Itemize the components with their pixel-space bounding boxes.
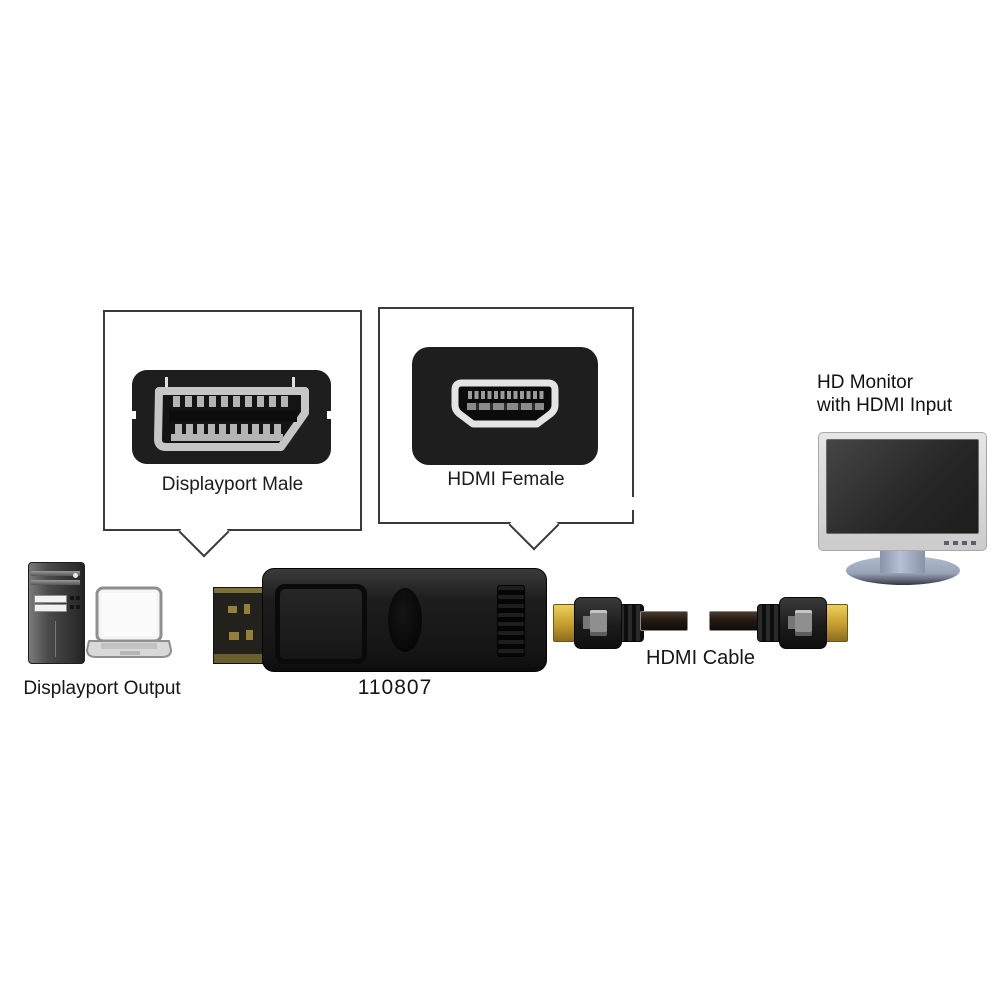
monitor-screen xyxy=(826,439,979,534)
adapter-model-label: 110807 xyxy=(357,676,433,699)
dp-plug-contact xyxy=(244,604,250,614)
hdmi-connector-emblem xyxy=(788,610,812,636)
laptop-icon xyxy=(86,586,172,658)
source-label: Displayport Output xyxy=(23,678,181,699)
tower-drive-bay xyxy=(31,580,80,585)
callout-label-hdmi-female: HDMI Female xyxy=(447,469,565,490)
monitor-stand xyxy=(880,547,925,573)
displayport-male-connector-icon xyxy=(129,370,334,464)
hdmi-female-port-icon xyxy=(412,347,598,465)
tower-power-button xyxy=(73,573,78,578)
monitor-icon xyxy=(818,432,987,551)
monitor-buttons xyxy=(944,541,978,545)
tower-drive-bay xyxy=(31,571,80,576)
tower-slot xyxy=(34,604,67,612)
adapter-icon xyxy=(262,568,547,672)
tower-button xyxy=(76,605,80,609)
adapter-hdmi-slot xyxy=(497,585,525,657)
monitor-label-line2: with HDMI Input xyxy=(817,395,953,416)
monitor-label-line1: HD Monitor xyxy=(817,372,914,393)
cable-label: HDMI Cable xyxy=(646,647,755,669)
adapter-oval-recess xyxy=(388,588,422,652)
adapter-dp-housing-outline xyxy=(275,584,367,664)
tower-seam xyxy=(55,621,56,657)
hdmi-cable-plug-gold-left xyxy=(553,604,577,642)
hdmi-cable-plug-gold-right xyxy=(824,604,848,642)
adapter-dp-plug xyxy=(213,587,267,664)
tower-button xyxy=(70,605,74,609)
hdmi-cable-connector-right xyxy=(779,597,827,649)
tower-button xyxy=(76,596,80,600)
hdmi-cable-strain-relief-right xyxy=(757,604,782,642)
hdmi-cable-connector-left xyxy=(574,597,622,649)
tower-slot xyxy=(34,595,67,603)
monitor-label: HD Monitor with HDMI Input xyxy=(817,371,952,417)
tower-button xyxy=(70,596,74,600)
hdmi-connector-emblem xyxy=(583,610,607,636)
hdmi-cable-wire-left xyxy=(640,611,688,631)
hdmi-cable-wire-right xyxy=(709,611,761,631)
dp-plug-contact xyxy=(246,630,253,640)
desktop-tower-icon xyxy=(28,562,85,664)
callout-label-displayport-male: Displayport Male xyxy=(161,474,304,495)
dp-plug-contact xyxy=(229,632,239,640)
callout-box-displayport: Displayport Male xyxy=(103,310,362,531)
callout-box-hdmi: HDMI Female xyxy=(378,307,634,524)
dp-plug-contact xyxy=(228,606,237,613)
border-gap-artifact xyxy=(626,497,634,510)
